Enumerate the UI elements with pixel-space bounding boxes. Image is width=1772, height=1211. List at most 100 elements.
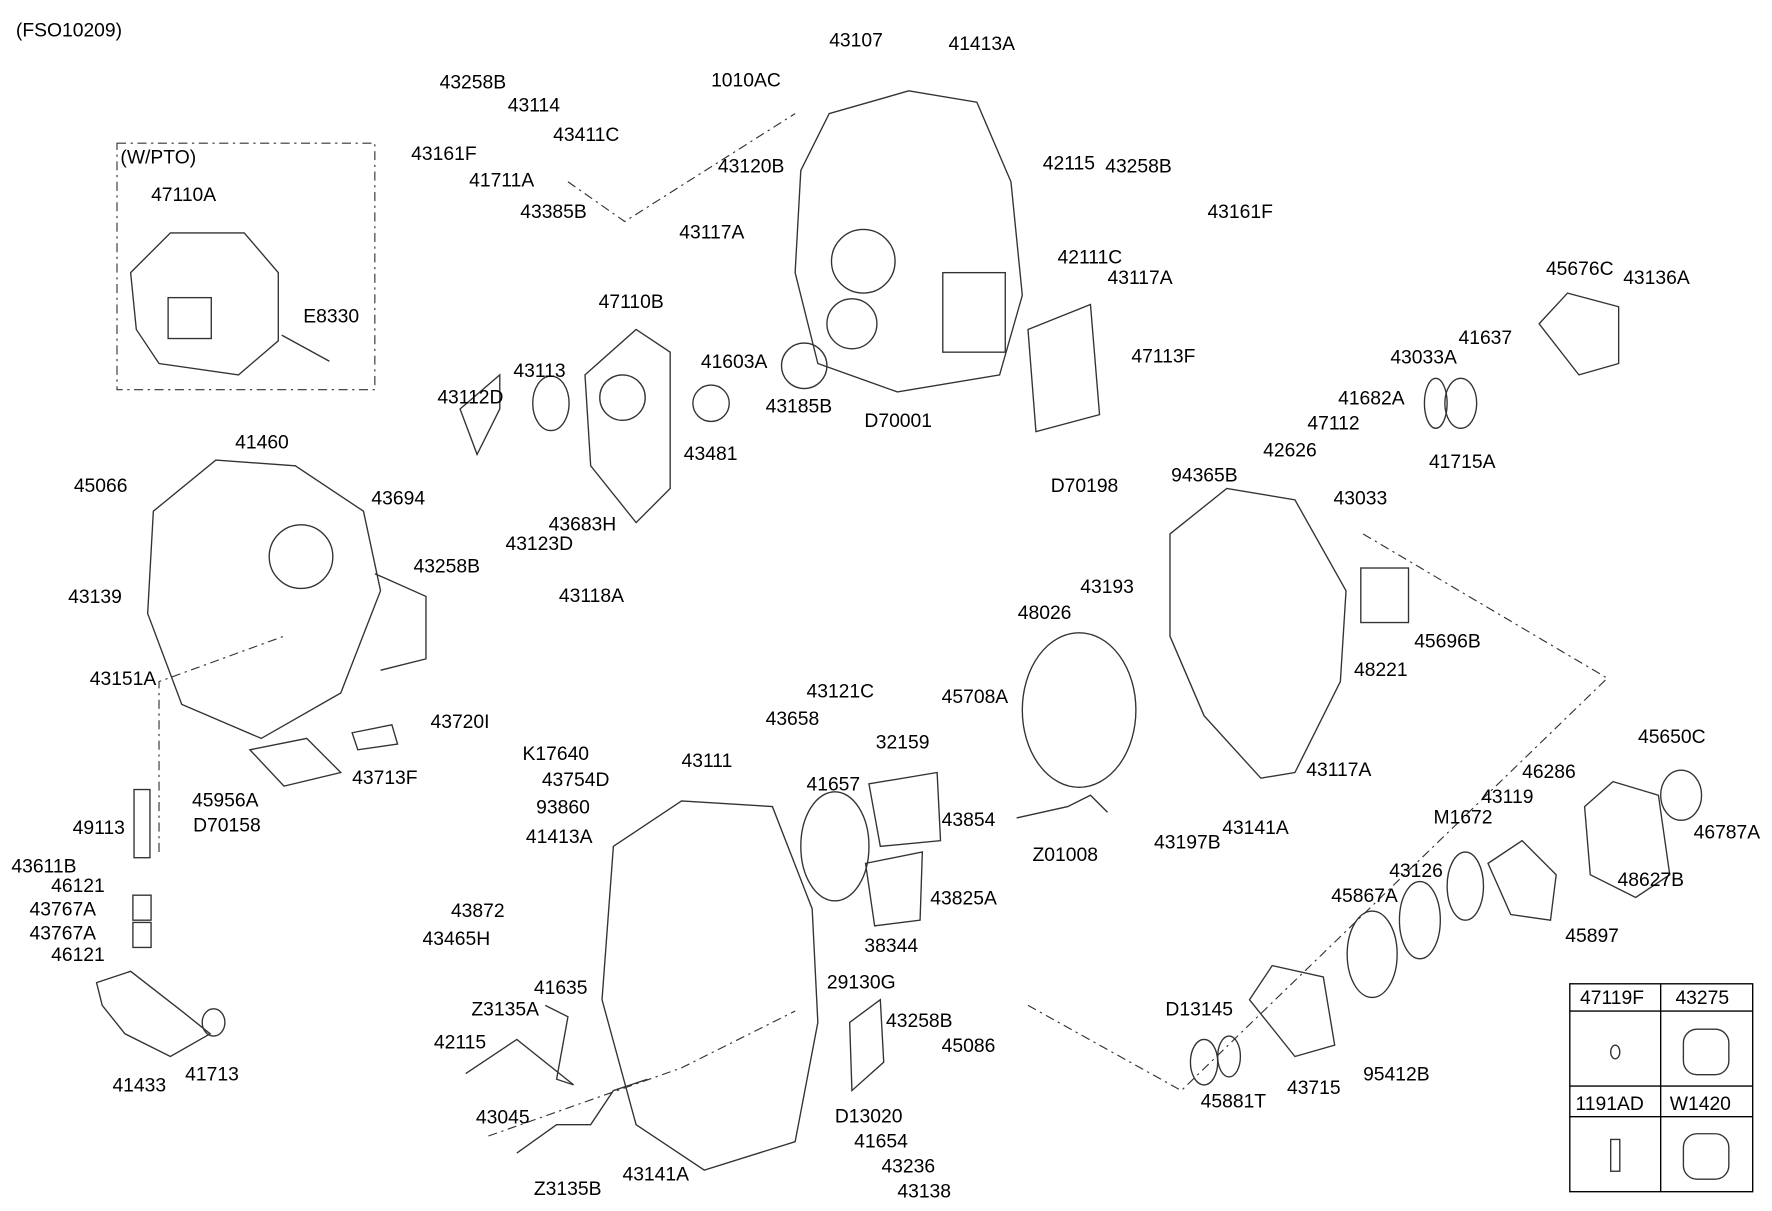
- part-label[interactable]: 43720I: [431, 712, 490, 733]
- part-label[interactable]: 45086: [942, 1036, 996, 1057]
- part-label[interactable]: 41715A: [1429, 452, 1496, 473]
- part-label[interactable]: 43683H: [549, 515, 617, 536]
- part-label[interactable]: 43481: [684, 444, 738, 465]
- part-label[interactable]: 43117A: [1108, 268, 1173, 289]
- part-label[interactable]: 43767A: [30, 900, 97, 921]
- part-label[interactable]: D70158: [193, 816, 261, 837]
- part-label[interactable]: 94365B: [1171, 466, 1238, 487]
- part-label[interactable]: 43197B: [1154, 833, 1221, 854]
- part-label[interactable]: 43045: [476, 1108, 530, 1129]
- part-label[interactable]: Z01008: [1033, 845, 1098, 866]
- part-label[interactable]: 45881T: [1201, 1092, 1267, 1113]
- part-label[interactable]: 46121: [51, 945, 105, 966]
- part-label[interactable]: 38344: [864, 936, 918, 957]
- part-label[interactable]: 43113: [513, 361, 565, 382]
- part-label[interactable]: Z3135B: [534, 1179, 602, 1200]
- part-label[interactable]: 45696B: [1414, 632, 1481, 653]
- part-label[interactable]: 47110A: [151, 185, 216, 206]
- part-label[interactable]: 48026: [1018, 603, 1072, 624]
- part-label[interactable]: 43120B: [718, 157, 785, 178]
- part-label[interactable]: 41637: [1458, 328, 1512, 349]
- part-label[interactable]: D13020: [835, 1106, 903, 1127]
- part-label[interactable]: 43141A: [622, 1164, 689, 1185]
- part-label[interactable]: 43754D: [542, 770, 610, 791]
- part-label[interactable]: 46121: [51, 876, 105, 897]
- part-label[interactable]: 41654: [854, 1131, 908, 1152]
- part-label[interactable]: 1010AC: [711, 70, 781, 91]
- part-label[interactable]: 42115: [1043, 153, 1095, 174]
- part-label[interactable]: 43611B: [11, 856, 76, 877]
- part-label[interactable]: 42115: [434, 1033, 486, 1054]
- part-label[interactable]: 45708A: [942, 687, 1009, 708]
- part-label[interactable]: 43258B: [1105, 157, 1172, 178]
- part-label[interactable]: K17640: [523, 744, 590, 765]
- part-label[interactable]: 43715: [1287, 1078, 1341, 1099]
- part-label[interactable]: 93860: [536, 797, 590, 818]
- part-label[interactable]: 43854: [942, 810, 996, 831]
- part-label[interactable]: 43465H: [423, 929, 491, 950]
- part-label[interactable]: D13145: [1165, 1000, 1233, 1021]
- part-label[interactable]: 41657: [806, 775, 860, 796]
- part-label[interactable]: 47113F: [1131, 346, 1195, 367]
- part-label[interactable]: E8330: [303, 307, 359, 328]
- part-label[interactable]: 43713F: [352, 768, 418, 789]
- part-label[interactable]: 29130G: [827, 972, 896, 993]
- part-label[interactable]: 47110B: [599, 292, 664, 313]
- part-label[interactable]: 41713: [185, 1064, 239, 1085]
- part-label[interactable]: 41413A: [948, 34, 1015, 55]
- part-label[interactable]: 48627B: [1618, 870, 1685, 891]
- part-label[interactable]: 43385B: [520, 202, 587, 223]
- part-label[interactable]: 43114: [508, 95, 560, 116]
- part-label[interactable]: 43161F: [1207, 202, 1273, 223]
- part-label[interactable]: 41682A: [1338, 388, 1405, 409]
- part-label[interactable]: 43258B: [886, 1011, 953, 1032]
- part-label[interactable]: 43118A: [559, 586, 624, 607]
- part-label[interactable]: 43033: [1334, 488, 1388, 509]
- part-label[interactable]: 41603A: [701, 352, 768, 373]
- part-label[interactable]: 43151A: [90, 669, 157, 690]
- part-label[interactable]: 45650C: [1638, 727, 1706, 748]
- part-label[interactable]: 43107: [829, 31, 883, 52]
- part-label[interactable]: 41413A: [526, 827, 593, 848]
- part-label[interactable]: M1672: [1434, 808, 1493, 829]
- part-label[interactable]: 43033A: [1390, 348, 1457, 369]
- part-label[interactable]: 47112: [1307, 413, 1359, 434]
- part-label[interactable]: 41635: [534, 978, 588, 999]
- part-label[interactable]: 46286: [1522, 762, 1576, 783]
- part-label[interactable]: 43825A: [930, 888, 997, 909]
- part-label[interactable]: 43185B: [766, 396, 833, 417]
- part-label[interactable]: 43258B: [413, 557, 480, 578]
- part-label[interactable]: 43112D: [437, 387, 503, 408]
- part-label[interactable]: 43138: [897, 1181, 951, 1202]
- part-label[interactable]: 45956A: [192, 791, 259, 812]
- part-label[interactable]: 43658: [766, 709, 820, 730]
- part-label[interactable]: Z3135A: [471, 1000, 539, 1021]
- part-label[interactable]: 43193: [1080, 577, 1134, 598]
- part-label[interactable]: 43126: [1389, 861, 1443, 882]
- part-label[interactable]: 42626: [1263, 441, 1317, 462]
- part-label[interactable]: 45897: [1565, 926, 1619, 947]
- part-label[interactable]: 45676C: [1546, 259, 1614, 280]
- part-label[interactable]: 43123D: [505, 534, 573, 555]
- part-label[interactable]: 43117A: [679, 223, 744, 244]
- part-label[interactable]: 43136A: [1623, 268, 1690, 289]
- part-label[interactable]: 49113: [73, 818, 125, 839]
- part-label[interactable]: 41711A: [469, 170, 534, 191]
- part-label[interactable]: 45867A: [1331, 886, 1398, 907]
- part-label[interactable]: D70198: [1051, 476, 1119, 497]
- part-label[interactable]: 43767A: [30, 923, 97, 944]
- part-label[interactable]: 43258B: [440, 73, 507, 94]
- part-label[interactable]: 32159: [876, 733, 930, 754]
- part-label[interactable]: 43411C: [553, 125, 619, 146]
- part-label[interactable]: 46787A: [1694, 822, 1761, 843]
- part-label[interactable]: 43117A: [1306, 760, 1371, 781]
- part-label[interactable]: 43139: [68, 587, 122, 608]
- part-label[interactable]: 43694: [371, 488, 425, 509]
- part-label[interactable]: 95412B: [1363, 1064, 1430, 1085]
- part-label[interactable]: 43141A: [1222, 818, 1289, 839]
- part-label[interactable]: 43161F: [411, 144, 477, 165]
- part-label[interactable]: D70001: [864, 411, 932, 432]
- part-label[interactable]: 43872: [451, 901, 505, 922]
- part-label[interactable]: 41460: [235, 433, 289, 454]
- part-label[interactable]: 42111C: [1058, 248, 1123, 269]
